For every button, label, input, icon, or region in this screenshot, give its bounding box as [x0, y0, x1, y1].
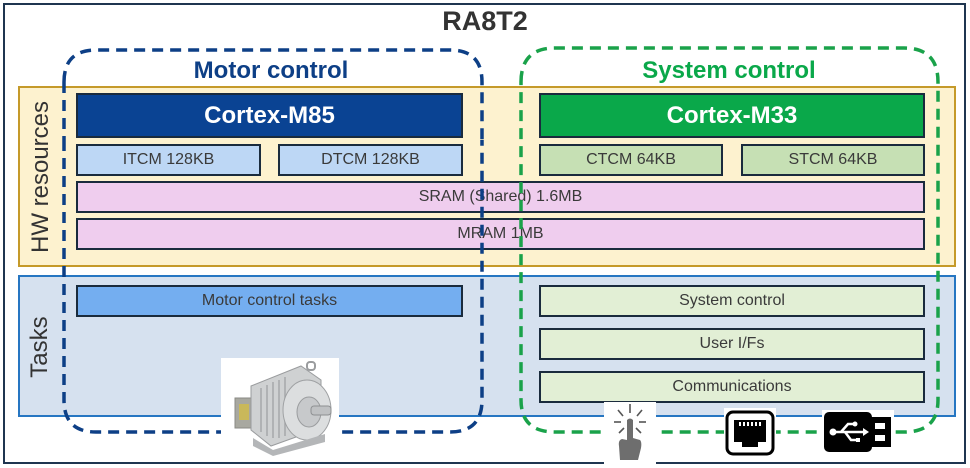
touch-icon	[614, 404, 646, 460]
usb-icon	[824, 412, 891, 452]
electric-motor-image	[221, 358, 339, 456]
system-control-task: System control	[539, 285, 925, 317]
touch-icon-wrap	[604, 402, 656, 464]
mram-memory: MRAM 1MB	[76, 218, 925, 250]
ethernet-icon-wrap	[724, 408, 776, 458]
motor-icon	[234, 361, 332, 456]
dtcm-memory: DTCM 128KB	[278, 144, 463, 176]
ethernet-port-icon	[725, 410, 775, 456]
sram-shared-memory: SRAM (Shared) 1.6MB	[76, 181, 925, 213]
motor-control-tasks: Motor control tasks	[76, 285, 463, 317]
system-control-title: System control	[642, 57, 816, 84]
chip-title: RA8T2	[442, 6, 528, 36]
communications-task: Communications	[539, 371, 925, 403]
motor-control-title: Motor control	[193, 57, 349, 84]
tasks-label: Tasks	[26, 316, 53, 378]
cortex-m85-core: Cortex-M85	[76, 93, 463, 138]
cortex-m33-core: Cortex-M33	[539, 93, 925, 138]
itcm-memory: ITCM 128KB	[76, 144, 261, 176]
usb-icon-wrap	[822, 410, 894, 454]
hw-resources-label: HW resources	[27, 100, 54, 254]
user-ifs-task: User I/Fs	[539, 328, 925, 360]
stcm-memory: STCM 64KB	[741, 144, 925, 176]
ctcm-memory: CTCM 64KB	[539, 144, 723, 176]
